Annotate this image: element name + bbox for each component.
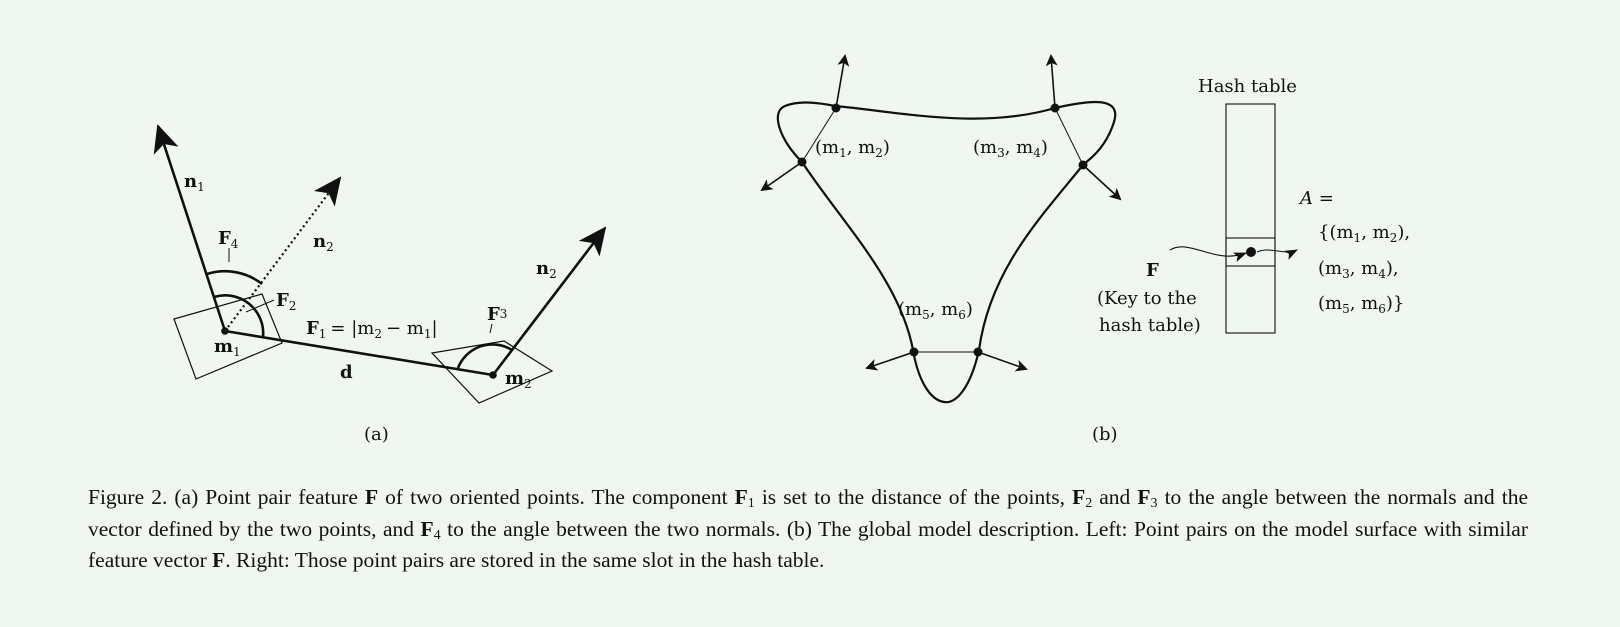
normal-arrow-m4 [1082, 164, 1122, 201]
normal-arrow-m1 [760, 161, 803, 192]
label-n2-dotted: n2 [313, 231, 334, 254]
normal-n1-arrow [153, 124, 227, 332]
label-m1: m1 [214, 336, 241, 359]
figure-caption: Figure 2. (a) Point pair feature F of tw… [88, 485, 1529, 572]
chord-m1-m2 [801, 107, 837, 163]
hash-slot-point [1246, 247, 1256, 257]
normal-n2-arrow [491, 226, 607, 376]
panel-b-caption: (b) [1092, 424, 1118, 445]
hash-table-title: Hash table [1198, 76, 1297, 97]
pair-label-m3-m4: (m3, m4) [973, 137, 1048, 160]
pair-label-m5-m6: (m5, m6) [898, 299, 973, 322]
label-d: d [340, 362, 353, 383]
point-m5 [909, 347, 919, 357]
label-n2: n2 [536, 258, 557, 281]
label-m2: m2 [505, 368, 532, 391]
point-m2 [489, 371, 497, 379]
normal-arrow-m3 [1045, 54, 1058, 109]
key-note-line-1: (Key to the [1097, 288, 1197, 309]
panel-b: (m1, m2) (m3, m4) (m5, m6) Hash table F … [760, 54, 1410, 445]
point-m2 [831, 103, 841, 113]
hash-table-slot [1225, 237, 1276, 267]
normal-arrow-m6 [977, 351, 1028, 372]
figure-2: n1 n2 n2 F4 F2 F3 F1= |m2− m1| m1 m2 d (… [153, 54, 1410, 445]
pair-label-m1-m2: (m1, m2) [815, 137, 890, 160]
label-n1: n1 [184, 171, 205, 194]
point-m1 [221, 327, 229, 335]
normal-n2-dotted-arrow [224, 176, 342, 332]
normal-arrow-m5 [865, 351, 915, 371]
set-arrow [1256, 249, 1298, 260]
angle-arc-F2 [213, 294, 265, 338]
point-m4 [1078, 160, 1088, 170]
label-F3: F3 [487, 304, 507, 325]
leader-F3 [489, 323, 493, 334]
set-label-A: A = [1298, 188, 1334, 209]
angle-arc-F4 [206, 269, 263, 286]
plane-patch-m1 [173, 293, 283, 380]
label-F4: F4 [218, 228, 239, 251]
panel-a: n1 n2 n2 F4 F2 F3 F1= |m2− m1| m1 m2 d (… [153, 124, 607, 445]
point-m3 [1050, 103, 1060, 113]
key-note-line-2: hash table) [1099, 315, 1201, 336]
key-arrow [1169, 246, 1247, 262]
set-line-3: (m5, m6)} [1318, 293, 1404, 316]
chord-m3-m4 [1054, 107, 1084, 166]
label-F1-equation: F1= |m2− m1| [306, 318, 438, 341]
plane-patch-m2 [430, 340, 554, 404]
set-line-2: (m3, m4), [1318, 258, 1399, 281]
point-m6 [973, 347, 983, 357]
panel-a-caption: (a) [364, 424, 389, 445]
label-F2: F2 [276, 290, 296, 313]
normal-arrow-m2 [835, 54, 850, 109]
hash-table [1225, 103, 1276, 334]
distance-vector-d [224, 329, 494, 377]
leader-F2 [245, 299, 275, 313]
angle-arc-F3 [456, 343, 513, 369]
key-label-F: F [1146, 260, 1159, 281]
set-line-1: {(m1, m2), [1318, 222, 1410, 245]
point-m1 [797, 157, 807, 167]
